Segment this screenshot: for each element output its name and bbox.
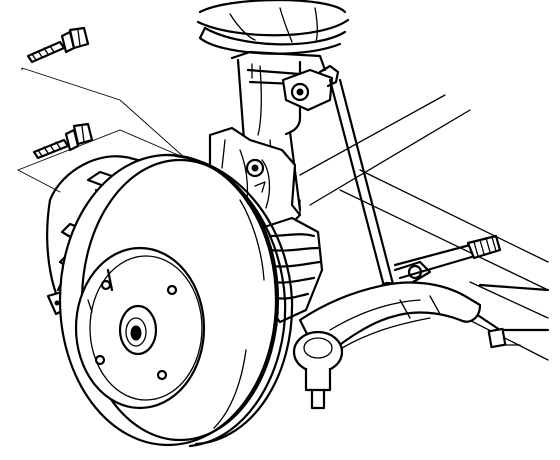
- ball-joint: [292, 330, 344, 410]
- mounting-bolt-lower: [17, 122, 186, 193]
- mounting-bolt-upper: [21, 26, 186, 159]
- lower-control-arm: [298, 281, 482, 362]
- strut-spring: [196, 0, 350, 55]
- wheel-hub: [74, 246, 206, 410]
- tie-rod: [393, 234, 502, 280]
